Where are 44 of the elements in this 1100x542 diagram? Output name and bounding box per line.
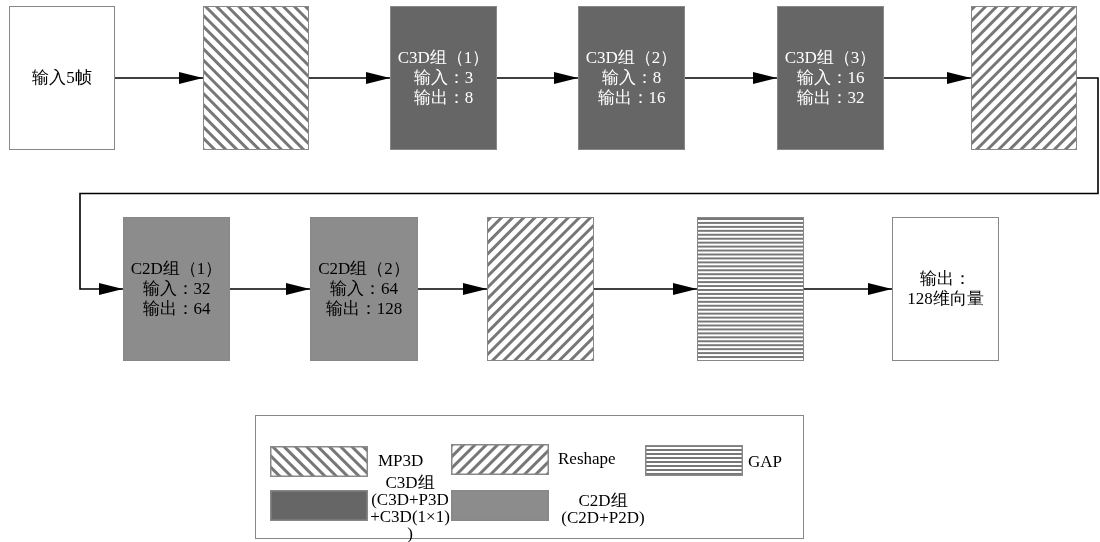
node-label: 输入：16 — [796, 68, 865, 88]
node-label: 128维向量 — [907, 289, 984, 309]
arrow — [417, 283, 488, 295]
node-label: 输入：32 — [142, 279, 211, 299]
node-label: 输入：8 — [601, 68, 662, 88]
node-title: C3D组（2） — [585, 48, 678, 68]
legend-label: C3D组 (C3D+P3D+C3D(1×1)) — [370, 474, 450, 542]
pattern-box — [487, 217, 594, 361]
arrow — [803, 283, 893, 295]
arrow — [308, 72, 391, 84]
node-title: C2D组（1） — [130, 259, 223, 279]
arrow — [496, 72, 579, 84]
node-label: 输出：8 — [413, 88, 474, 108]
process-box — [310, 217, 418, 361]
arrow — [593, 283, 698, 295]
node-label: 输出：64 — [142, 299, 211, 319]
legend-label: MP3D — [378, 452, 425, 469]
arrow — [883, 72, 972, 84]
node-label: 输出：32 — [796, 88, 865, 108]
arrow — [229, 283, 311, 295]
node-label: 输入：64 — [330, 279, 398, 299]
node-label: 输入5帧 — [32, 68, 92, 88]
legend-label: C2D组 (C2D+P2D) — [560, 492, 646, 526]
arrow — [684, 72, 778, 84]
arrow — [79, 77, 1099, 295]
pattern-box — [971, 6, 1077, 150]
pattern-box — [697, 217, 804, 361]
node-label: 输入：3 — [413, 68, 474, 88]
legend-label: GAP — [748, 453, 783, 470]
pattern-box — [203, 6, 309, 150]
node-title: C3D组（1） — [397, 48, 490, 68]
arrow — [114, 72, 204, 84]
process-box — [9, 6, 115, 150]
process-box — [777, 6, 884, 150]
process-box — [578, 6, 685, 150]
node-title: C2D组（2） — [318, 259, 410, 279]
process-box — [123, 217, 230, 361]
process-box — [892, 217, 999, 361]
node-label: 输出：16 — [597, 88, 666, 108]
node-label: 输出：128 — [325, 299, 403, 319]
node-label: 输出： — [920, 269, 971, 289]
process-box — [390, 6, 497, 150]
node-title: C3D组（3） — [784, 48, 877, 68]
legend-label: Reshape — [558, 450, 617, 467]
